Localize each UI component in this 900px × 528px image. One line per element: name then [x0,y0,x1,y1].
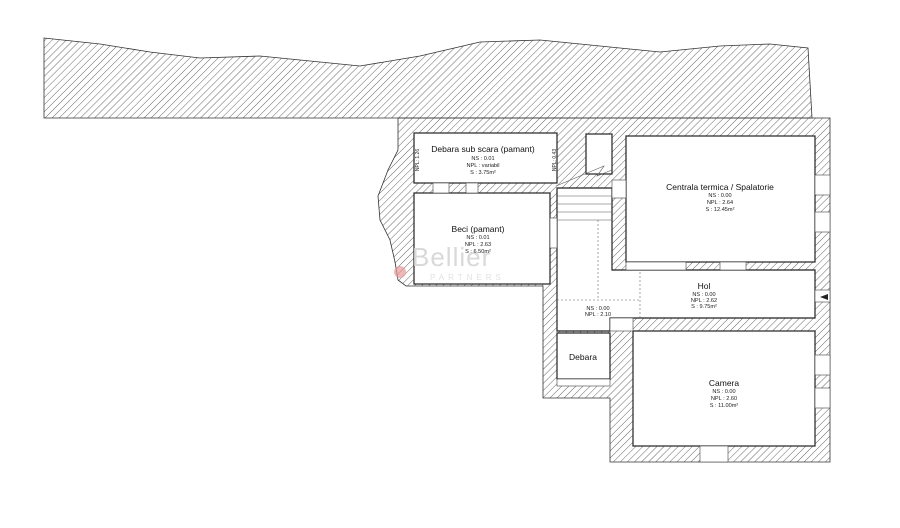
watermark-word: Bellier [412,242,491,272]
watermark: Bellier PARTNERS [394,242,505,282]
label-hol-name: Hol [698,281,711,291]
label-debara-sub-scara-npl: NPL : variabil [466,163,499,169]
label-centrala-s: S : 12.45m² [706,207,735,213]
label-centrala-npl: NPL : 2.64 [707,200,733,206]
room-hol-corridor [556,187,816,332]
staircase [555,165,641,318]
label-debara-side-left: NPL: 1.26 [415,149,421,171]
label-camera-s: S : 11.00m² [710,403,739,409]
room-debara-sub-scara [413,132,558,184]
label-beci-ns: NS : 0.01 [466,235,489,241]
label-beci-name: Beci (pamant) [452,224,505,234]
label-centrala-name: Centrala termica / Spalatorie [666,182,774,192]
openings [432,174,831,463]
label-camera-ns: NS : 0.00 [712,389,735,395]
terrain-band [43,37,813,119]
label-beci-npl: NPL : 2.63 [465,242,491,248]
label-hol-npl: NPL : 2.62 [691,298,717,304]
label-debara-name: Debara [569,352,597,362]
label-centrala-ns: NS : 0.00 [708,193,731,199]
label-stair-npl: NPL : 2.10 [585,312,611,318]
room-debara [556,332,611,380]
label-hol-ns: NS : 0.00 [692,292,715,298]
label-camera-name: Camera [709,378,740,388]
label-debara-sub-scara-name: Debara sub scara (pamant) [431,144,535,154]
room-centrala-termica [625,135,816,263]
label-beci-s: S : 6.50m² [465,249,491,255]
watermark-dot-icon [394,266,406,278]
stair-recess [585,133,613,175]
label-debara-sub-scara-s: S : 3.75m² [470,170,496,176]
label-debara-side-right: NPL: 0.43 [552,149,558,171]
label-hol-s: S : 9.75m² [691,304,717,310]
watermark-sub: PARTNERS [430,273,505,282]
label-stair-ns: NS : 0.00 [586,306,609,312]
label-debara-sub-scara-ns: NS : 0.01 [471,156,494,162]
entry-arrow-icon [820,294,828,300]
room-camera [632,330,816,447]
label-camera-npl: NPL : 2.60 [711,396,737,402]
